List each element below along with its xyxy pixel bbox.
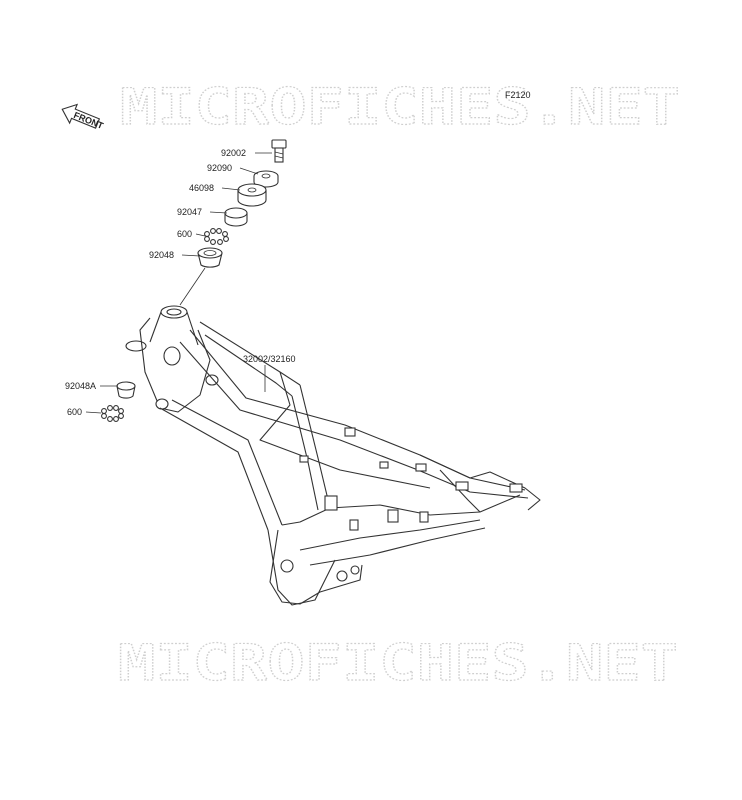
callout-92002: 92002 <box>221 148 246 158</box>
watermark-top: MICROFICHES.NET <box>120 78 680 136</box>
callout-92048A: 92048A <box>65 381 96 391</box>
callout-frame: 32002/32160 <box>243 354 296 364</box>
damper-46098 <box>237 183 267 207</box>
callout-46098: 46098 <box>189 183 214 193</box>
callout-92048: 92048 <box>149 250 174 260</box>
bearing-balls-600-top <box>204 228 229 245</box>
damper-92047 <box>224 207 248 227</box>
bearing-balls-600-bottom <box>101 405 124 422</box>
callout-92047: 92047 <box>177 207 202 217</box>
figure-code: F2120 <box>505 90 531 100</box>
front-arrow-icon: FRONT <box>61 103 105 131</box>
leader-lines <box>85 152 272 414</box>
race-92048 <box>197 247 223 268</box>
race-92048A <box>116 381 136 399</box>
collar-92090 <box>253 170 279 188</box>
watermark-bottom: MICROFICHES.NET <box>118 634 678 692</box>
frame-assembly <box>125 305 541 606</box>
bolt-92002 <box>271 139 287 163</box>
front-arrow-label: FRONT <box>72 110 105 131</box>
callout-600-top: 600 <box>177 229 192 239</box>
callout-600-bottom: 600 <box>67 407 82 417</box>
callout-92090: 92090 <box>207 163 232 173</box>
